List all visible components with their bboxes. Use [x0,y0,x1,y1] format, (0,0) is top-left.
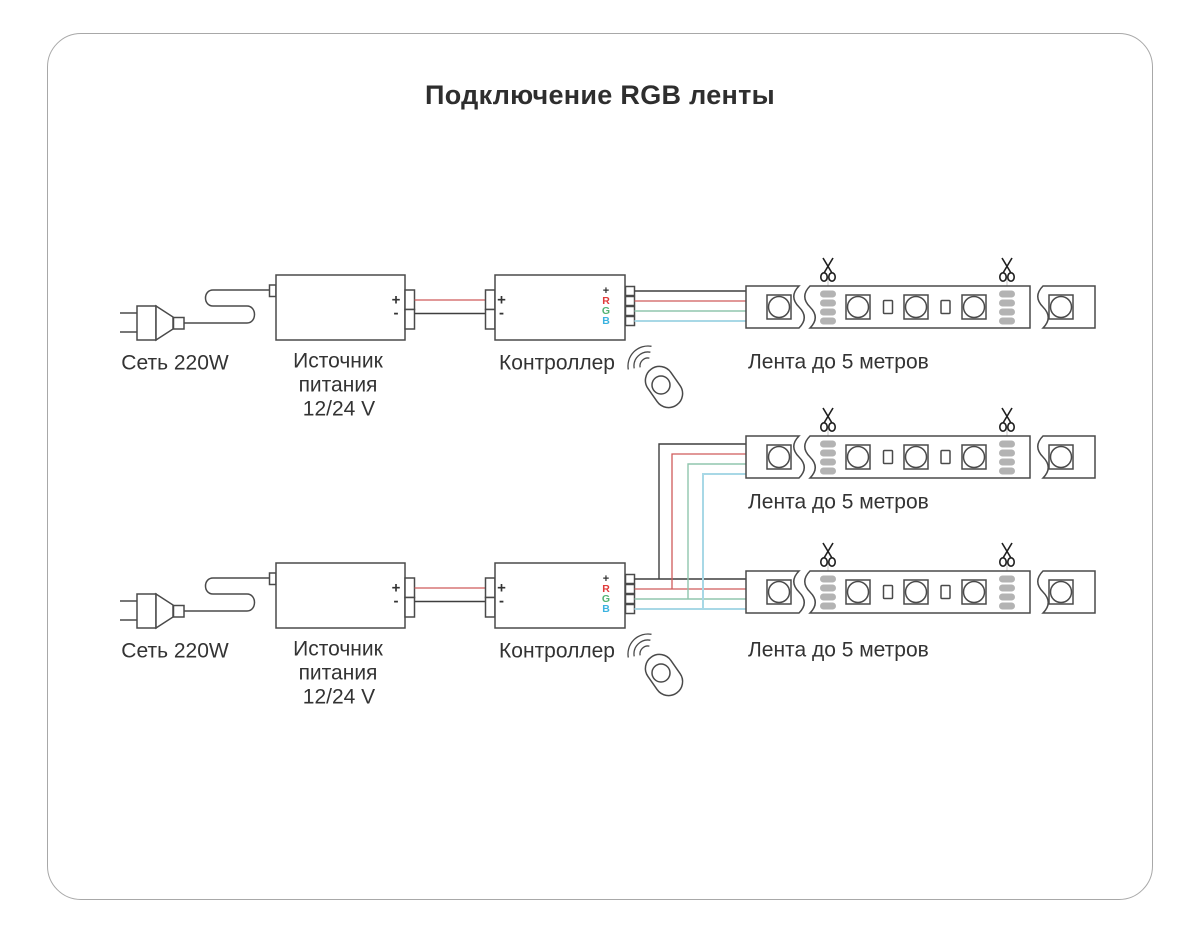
output-b-label: B [602,603,610,615]
controller-plus-label: + [497,580,506,597]
led-strip [745,426,1096,479]
controller-minus-label: - [499,305,504,322]
led-strip [745,276,1096,329]
page-title: Подключение RGB ленты [424,80,776,110]
outer-frame [47,33,1153,900]
ac-plug-icon [120,304,185,342]
psu-output-tabs [404,289,416,330]
remote-control-icon [644,365,684,409]
rgb-output-wires [634,290,747,322]
rgb-output-wires-branched [634,443,747,610]
output-g-label: G [602,593,610,605]
output-plus-label: + [603,285,609,297]
controller-label: Контроллер [499,351,615,375]
psu-minus-label: - [394,593,399,610]
psu-name-label-line2: питания [298,661,378,685]
terminal-labels-row1: + - + - + R G B [392,285,611,327]
terminal-labels-row2: + - + - + R G B [392,573,611,615]
controller-input-tabs [484,289,496,330]
output-g-label: G [602,305,610,317]
strip-length-label: Лента до 5 метров [748,490,929,514]
strip-length-label: Лента до 5 метров [748,350,929,374]
psu-voltage-label: 12/24 V [302,397,376,421]
strip-length-label: Лента до 5 метров [748,638,929,662]
led-strip [745,561,1096,614]
output-r-label: R [602,583,610,595]
controller-label: Контроллер [499,639,615,663]
output-r-label: R [602,295,610,307]
psu-voltage-label: 12/24 V [302,685,376,709]
controller-output-tabs [624,285,636,327]
psu-name-label-line1: Источник [293,349,383,373]
output-b-label: B [602,315,610,327]
controller-box [494,274,626,341]
psu-plus-label: + [392,292,401,309]
wireless-signal-icon [627,345,652,370]
psu-name-label-line1: Источник [293,637,383,661]
psu-box [275,274,406,341]
power-cable [184,289,270,324]
power-and-controller-chain [120,274,684,409]
psu-name-label-line2: питания [298,373,378,397]
controller-minus-label: - [499,593,504,610]
mains-label: Сеть 220W [121,639,229,663]
controller-plus-label: + [497,292,506,309]
psu-plus-label: + [392,580,401,597]
mains-label: Сеть 220W [121,351,229,375]
output-plus-label: + [603,573,609,585]
psu-minus-label: - [394,305,399,322]
psu-cable-tab [268,284,277,298]
